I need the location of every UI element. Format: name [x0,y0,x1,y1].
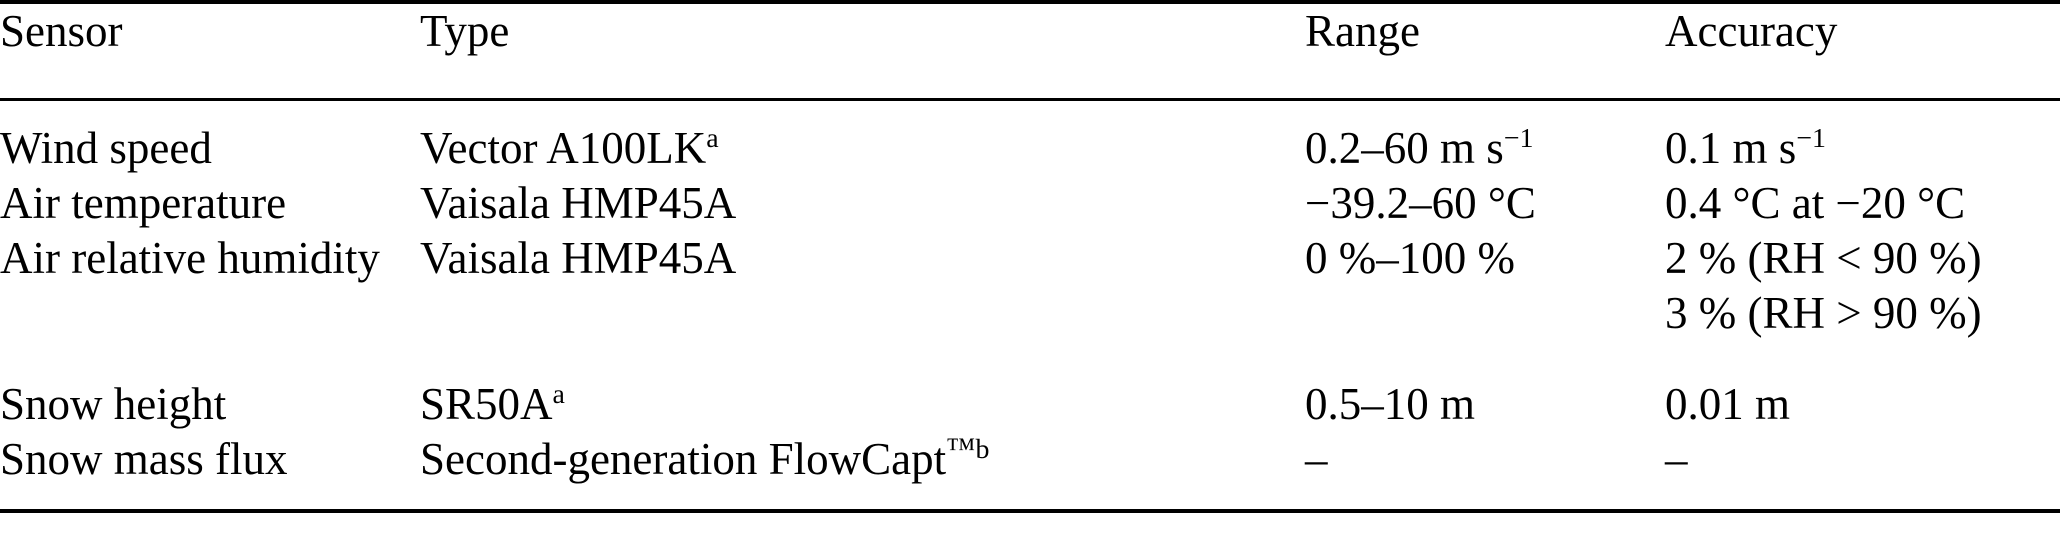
cell-type: Vaisala HMP45A [420,176,1305,231]
cell-range: – [1305,434,1328,484]
cell-accuracy-text: 3 % (RH > 90 %) [1665,288,1982,338]
cell-type-text: SR50A [420,379,553,429]
footnote-marker-a: a [552,379,565,410]
cell-accuracy-text: 0.01 m [1665,379,1791,429]
table-header: Sensor Type Range Accuracy [0,2,2060,100]
cell-range: 0 %–100 % [1305,231,1665,286]
cell-type-text: Vector A100LK [420,123,707,173]
table-row: Wind speed Vector A100LKa 0.2–60 m s−1 0… [0,100,2060,177]
table-header-row: Sensor Type Range Accuracy [0,2,2060,100]
column-header-sensor: Sensor [0,6,123,56]
exponent-minus-one: −1 [1796,123,1826,154]
cell-accuracy-text: 0.1 m s [1665,123,1797,173]
cell-sensor: Air relative humidity [0,233,380,283]
cell-type: Vaisala HMP45A [420,231,1305,286]
cell-range: 0.5–10 m [1305,377,1665,432]
cell-range: −39.2–60 °C [1305,176,1665,231]
footnote-marker-a: a [706,123,719,154]
cell-accuracy: 0.1 m s−1 [1665,100,2060,177]
cell-type: Second-generation FlowCapt™b [420,432,1305,511]
cell-type-text: Second-generation FlowCapt [420,434,947,484]
cell-type-text: Vaisala HMP45A [420,178,737,228]
exponent-minus-one: −1 [1503,123,1534,154]
cell-sensor [0,286,420,341]
column-header-range: Range [1305,6,1420,56]
spacer-cell [420,341,1305,377]
cell-sensor: Snow height [0,379,227,429]
cell-range-text: 0.5–10 m [1305,379,1476,429]
table-row: Snow mass flux Second-generation FlowCap… [0,432,2060,511]
trademark-symbol: ™ [946,433,976,465]
cell-sensor: Air temperature [0,178,287,228]
table-row: Air relative humidity Vaisala HMP45A 0 %… [0,231,2060,286]
cell-range-text: 0.2–60 m s [1305,123,1504,173]
column-header-type: Type [420,6,510,56]
spacer-cell [1665,341,2060,377]
cell-accuracy: 0.4 °C at −20 °C [1665,176,2060,231]
spacer-cell [0,341,420,377]
cell-accuracy: 2 % (RH < 90 %) [1665,231,2060,286]
sensor-specification-table: Sensor Type Range Accuracy Wind speed Ve… [0,2,2060,511]
table-row: Air temperature Vaisala HMP45A −39.2–60 … [0,176,2060,231]
row-group-spacer [0,341,2060,377]
table-row: 3 % (RH > 90 %) [0,286,2060,341]
footnote-marker-b: b [975,434,990,465]
cell-type [420,286,1305,341]
cell-range-text: −39.2–60 °C [1305,178,1536,228]
cell-range: 0.2–60 m s−1 [1305,100,1665,177]
column-header-accuracy: Accuracy [1665,6,1838,56]
cell-type: SR50Aa [420,377,1305,432]
cell-sensor: Snow mass flux [0,434,288,484]
table-body: Wind speed Vector A100LKa 0.2–60 m s−1 0… [0,100,2060,511]
cell-range [1305,286,1665,341]
cell-accuracy-text: 2 % (RH < 90 %) [1665,233,1982,283]
cell-sensor: Wind speed [0,123,212,173]
table-row: Snow height SR50Aa 0.5–10 m 0.01 m [0,377,2060,432]
cell-accuracy: – [1665,434,1688,484]
cell-type-text: Vaisala HMP45A [420,233,737,283]
spacer-cell [1305,341,1665,377]
cell-accuracy: 3 % (RH > 90 %) [1665,286,2060,341]
cell-accuracy-text: 0.4 °C at −20 °C [1665,178,1966,228]
cell-accuracy: 0.01 m [1665,377,2060,432]
cell-type: Vector A100LKa [420,100,1305,177]
cell-range-text: 0 %–100 % [1305,233,1515,283]
